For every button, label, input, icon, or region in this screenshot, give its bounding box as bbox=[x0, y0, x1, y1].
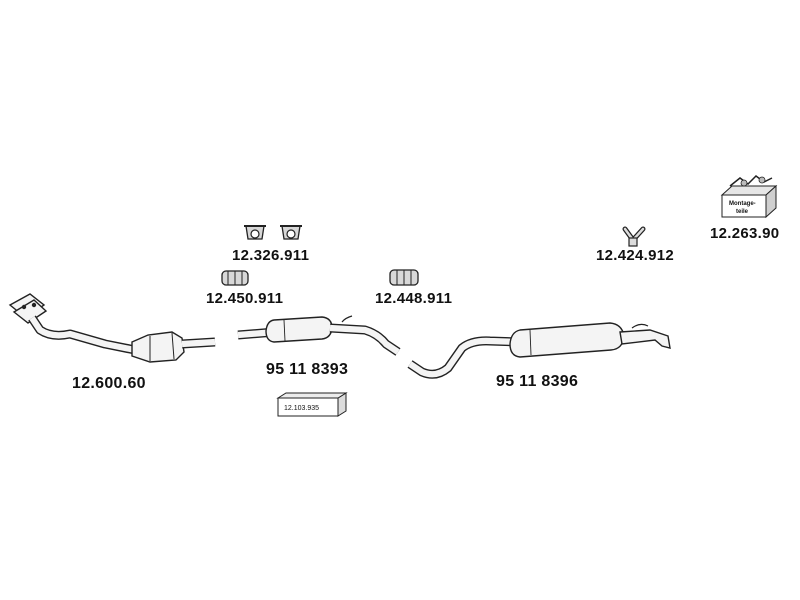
mounting-kit-part-number: 12.263.90 bbox=[710, 225, 779, 242]
rear-silencer-part-number: 95 11 8396 bbox=[496, 373, 578, 390]
clamp-set-part-number: 12.326.911 bbox=[232, 247, 309, 264]
pipe-connector-rear-icon bbox=[389, 269, 419, 286]
middle-silencer bbox=[237, 315, 401, 356]
mounting-kit-box-icon bbox=[720, 175, 778, 219]
front-flange bbox=[8, 293, 48, 324]
clamp-set-icon bbox=[244, 225, 302, 240]
small-parts-box-part-number: 12.103.935 bbox=[284, 405, 319, 412]
connector-rear-part-number: 12.448.911 bbox=[375, 290, 452, 307]
rubber-mount-icon bbox=[622, 226, 646, 247]
rubber-mount-part-number: 12.424.912 bbox=[596, 247, 674, 264]
small-parts-box-icon bbox=[276, 392, 348, 417]
catalytic-converter bbox=[131, 331, 185, 363]
rear-silencer bbox=[407, 322, 671, 379]
front-pipe-with-catalyst bbox=[8, 293, 216, 363]
middle-silencer-part-number: 95 11 8393 bbox=[266, 361, 348, 378]
mounting-kit-box-label-line1: Montage- bbox=[729, 201, 756, 207]
mounting-kit-box-label-line2: teile bbox=[736, 209, 749, 215]
front-pipe-part-number: 12.600.60 bbox=[72, 375, 146, 392]
connector-front-part-number: 12.450.911 bbox=[206, 290, 283, 307]
pipe-connector-front-icon bbox=[221, 270, 249, 286]
